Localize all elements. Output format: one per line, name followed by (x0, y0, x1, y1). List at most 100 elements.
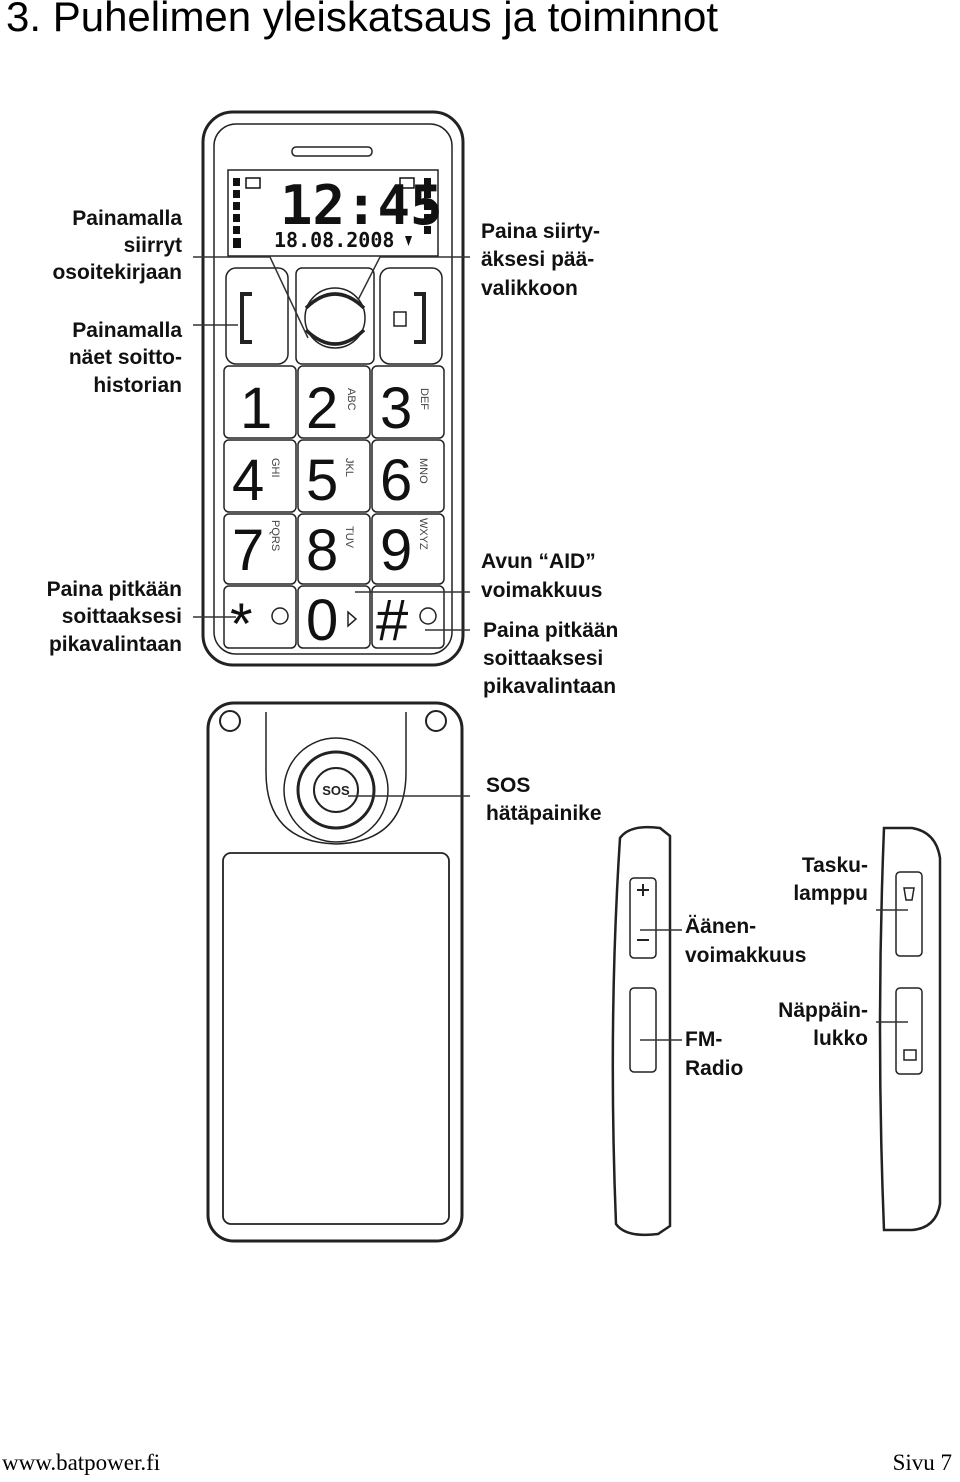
svg-text:hätäpainike: hätäpainike (486, 802, 602, 825)
menu-nav-button[interactable] (304, 287, 366, 349)
svg-text:SOS: SOS (486, 774, 530, 797)
volume-key[interactable] (629, 877, 657, 959)
svg-text:TUV: TUV (343, 526, 355, 549)
battery-icon (233, 238, 241, 248)
svg-text:PQRS: PQRS (269, 520, 281, 551)
svg-text:4: 4 (232, 448, 264, 513)
key-0[interactable]: 0 (306, 588, 358, 653)
earpiece (291, 146, 373, 157)
leader-lines (193, 256, 908, 1041)
flashlight-key[interactable] (895, 871, 923, 957)
svg-text:pikavalintaan: pikavalintaan (483, 675, 616, 698)
key-8[interactable]: 8 TUV (306, 518, 355, 583)
svg-text:#: # (376, 588, 408, 653)
svg-text:näet soitto-: näet soitto- (69, 346, 182, 369)
svg-text:Äänen-: Äänen- (685, 915, 756, 938)
svg-text:soittaaksesi: soittaaksesi (483, 647, 603, 670)
svg-text:6: 6 (380, 448, 412, 513)
lcd-screen (227, 169, 439, 257)
svg-text:Näppäin-: Näppäin- (778, 999, 868, 1022)
svg-text:voimakkuus: voimakkuus (685, 944, 806, 967)
message-icon (399, 177, 415, 189)
key-star[interactable]: * (230, 592, 289, 657)
label-flashlight: Tasku- lamppu (793, 854, 868, 905)
lcd-time: 12:45 (280, 174, 443, 237)
label-sos: SOS hätäpainike (486, 774, 602, 825)
svg-text:3: 3 (380, 376, 412, 441)
svg-text:2: 2 (306, 376, 338, 441)
key-hash[interactable]: # (376, 588, 437, 653)
key-2[interactable]: 2 ABC (306, 376, 357, 441)
svg-text:9: 9 (380, 518, 412, 583)
label-aid-volume: Avun “AID” voimakkuus (481, 550, 602, 602)
left-softkey[interactable] (225, 267, 289, 365)
svg-text:JKL: JKL (343, 458, 355, 477)
svg-text:MNO: MNO (417, 458, 429, 484)
keylock-key[interactable] (895, 987, 923, 1075)
svg-text:Radio: Radio (685, 1057, 743, 1080)
key-7[interactable]: 7 PQRS (232, 518, 281, 583)
sos-button[interactable]: SOS (313, 767, 359, 813)
message-icon (245, 177, 261, 189)
lcd-status-icons (233, 177, 431, 248)
signal-icon (405, 236, 412, 246)
footer-website: www.batpower.fi (2, 1450, 161, 1475)
svg-text:Paina pitkään: Paina pitkään (47, 578, 182, 601)
svg-text:5: 5 (306, 448, 338, 513)
svg-text:7: 7 (232, 518, 264, 583)
label-history: Painamalla näet soitto- historian (69, 319, 182, 397)
key-3[interactable]: 3 DEF (380, 376, 430, 441)
svg-text:Painamalla: Painamalla (72, 319, 182, 342)
fm-radio-key[interactable] (629, 987, 657, 1073)
svg-text:soittaaksesi: soittaaksesi (62, 605, 182, 628)
svg-text:voimakkuus: voimakkuus (481, 579, 602, 602)
svg-text:osoitekirjaan: osoitekirjaan (52, 261, 182, 284)
svg-text:FM-: FM- (685, 1028, 722, 1051)
flashlight-icon (903, 887, 915, 901)
svg-text:Paina pitkään: Paina pitkään (483, 619, 618, 642)
svg-text:Avun “AID”: Avun “AID” (481, 550, 596, 573)
right-softkey[interactable] (379, 267, 443, 365)
label-volume: Äänen- voimakkuus (685, 915, 806, 967)
phone-back (206, 701, 464, 1243)
footer-page-number: Sivu 7 (892, 1450, 952, 1475)
svg-text:Tasku-: Tasku- (802, 854, 868, 877)
key-1[interactable]: 1 (240, 376, 272, 441)
svg-text:ABC: ABC (345, 388, 357, 411)
svg-text:SOS: SOS (322, 783, 350, 798)
svg-text:8: 8 (306, 518, 338, 583)
key-4[interactable]: 4 GHI (232, 448, 281, 513)
svg-text:Paina siirty-: Paina siirty- (481, 220, 600, 243)
svg-text:*: * (230, 592, 253, 657)
person-icon (271, 607, 289, 625)
key-6[interactable]: 6 MNO (380, 448, 429, 513)
svg-text:äksesi pää-: äksesi pää- (481, 248, 594, 271)
nav-keys (225, 267, 443, 365)
svg-text:DEF: DEF (418, 388, 430, 410)
key-5[interactable]: 5 JKL (306, 448, 355, 513)
label-keylock: Näppäin- lukko (778, 999, 868, 1050)
svg-text:WXYZ: WXYZ (417, 518, 429, 550)
volume-icon (347, 610, 358, 628)
person-icon (419, 607, 437, 625)
lcd-date: 18.08.2008 (274, 228, 394, 252)
svg-text:0: 0 (306, 588, 338, 653)
svg-text:valikkoon: valikkoon (481, 277, 578, 300)
phone-side-left (611, 825, 672, 1237)
phone-side-right (878, 826, 942, 1232)
svg-text:lukko: lukko (813, 1027, 868, 1050)
svg-text:Painamalla: Painamalla (72, 207, 182, 230)
svg-text:1: 1 (240, 376, 272, 441)
svg-text:GHI: GHI (269, 458, 281, 478)
lock-icon (903, 1049, 917, 1061)
svg-text:lamppu: lamppu (793, 882, 868, 905)
key-9[interactable]: 9 WXYZ (380, 518, 429, 583)
label-speeddial-left: Paina pitkään soittaaksesi pikavalintaan (47, 578, 182, 656)
svg-text:siirryt: siirryt (124, 234, 182, 257)
keypad (223, 365, 445, 649)
label-fm-radio: FM- Radio (685, 1028, 743, 1080)
svg-text:pikavalintaan: pikavalintaan (49, 633, 182, 656)
label-phonebook: Painamalla siirryt osoitekirjaan (52, 207, 182, 284)
page-title: 3. Puhelimen yleiskatsaus ja toiminnot (6, 0, 719, 40)
